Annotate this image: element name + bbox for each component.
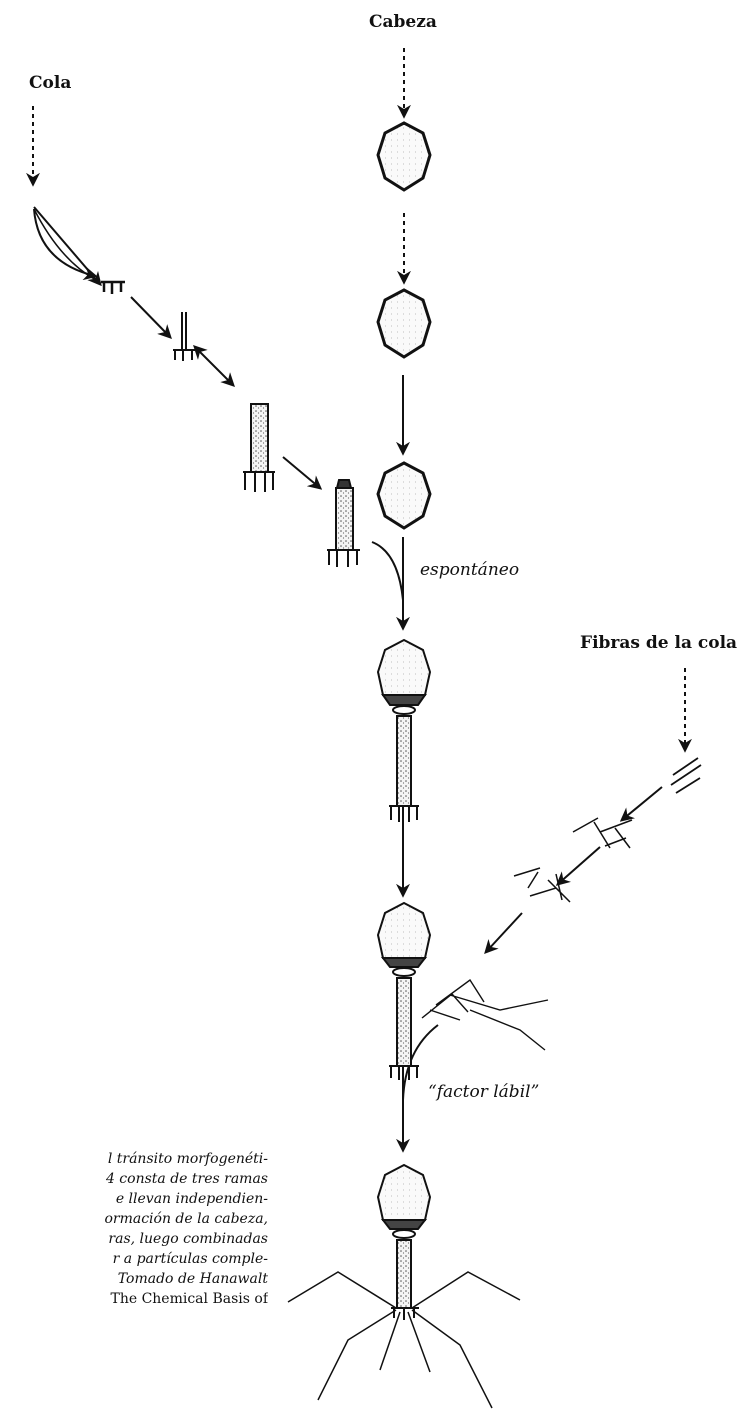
tail-branch [26,106,360,567]
caption-line: r a partículas comple- [112,1251,268,1267]
caption-line: ormación de la cabeza, [104,1211,268,1227]
caption-line: l tránsito morfogenéti- [107,1151,268,1167]
head-3 [376,461,432,530]
caption-line: The Chemical Basis of [110,1291,268,1307]
caption-line: ras, luego combinadas [108,1231,268,1247]
head-2 [376,288,432,359]
tail-sheath-1 [243,403,275,492]
phage-complete [287,1163,521,1409]
head-label: Cabeza [369,12,437,32]
caption-line: 4 consta de tres ramas [105,1171,268,1187]
labile-factor-label: “factor lábil” [428,1082,540,1102]
tail-baseplate [101,280,125,294]
fiber-bundle-3 [513,867,571,903]
fiber-bundle-1 [670,757,702,794]
fiber-bundle-2 [572,817,633,849]
fiber-bundle-4 [421,978,549,1051]
tail-fibers-label: Fibras de la cola [580,633,738,653]
tail-sheath-2 [327,479,360,567]
head-branch [371,48,439,1153]
tail-label: Cola [29,73,72,93]
spontaneous-label: espontáneo [420,560,520,580]
caption-line: Tomado de Hanawalt [117,1271,268,1287]
tail-fibers-branch [421,668,702,1051]
figure-caption: l tránsito morfogenéti- 4 consta de tres… [0,1149,268,1309]
phage-assembled-2 [376,901,432,1080]
caption-line: e llevan independien- [115,1191,268,1207]
head-1 [376,121,432,192]
tail-core [173,312,195,361]
phage-assembled-1 [376,638,432,822]
